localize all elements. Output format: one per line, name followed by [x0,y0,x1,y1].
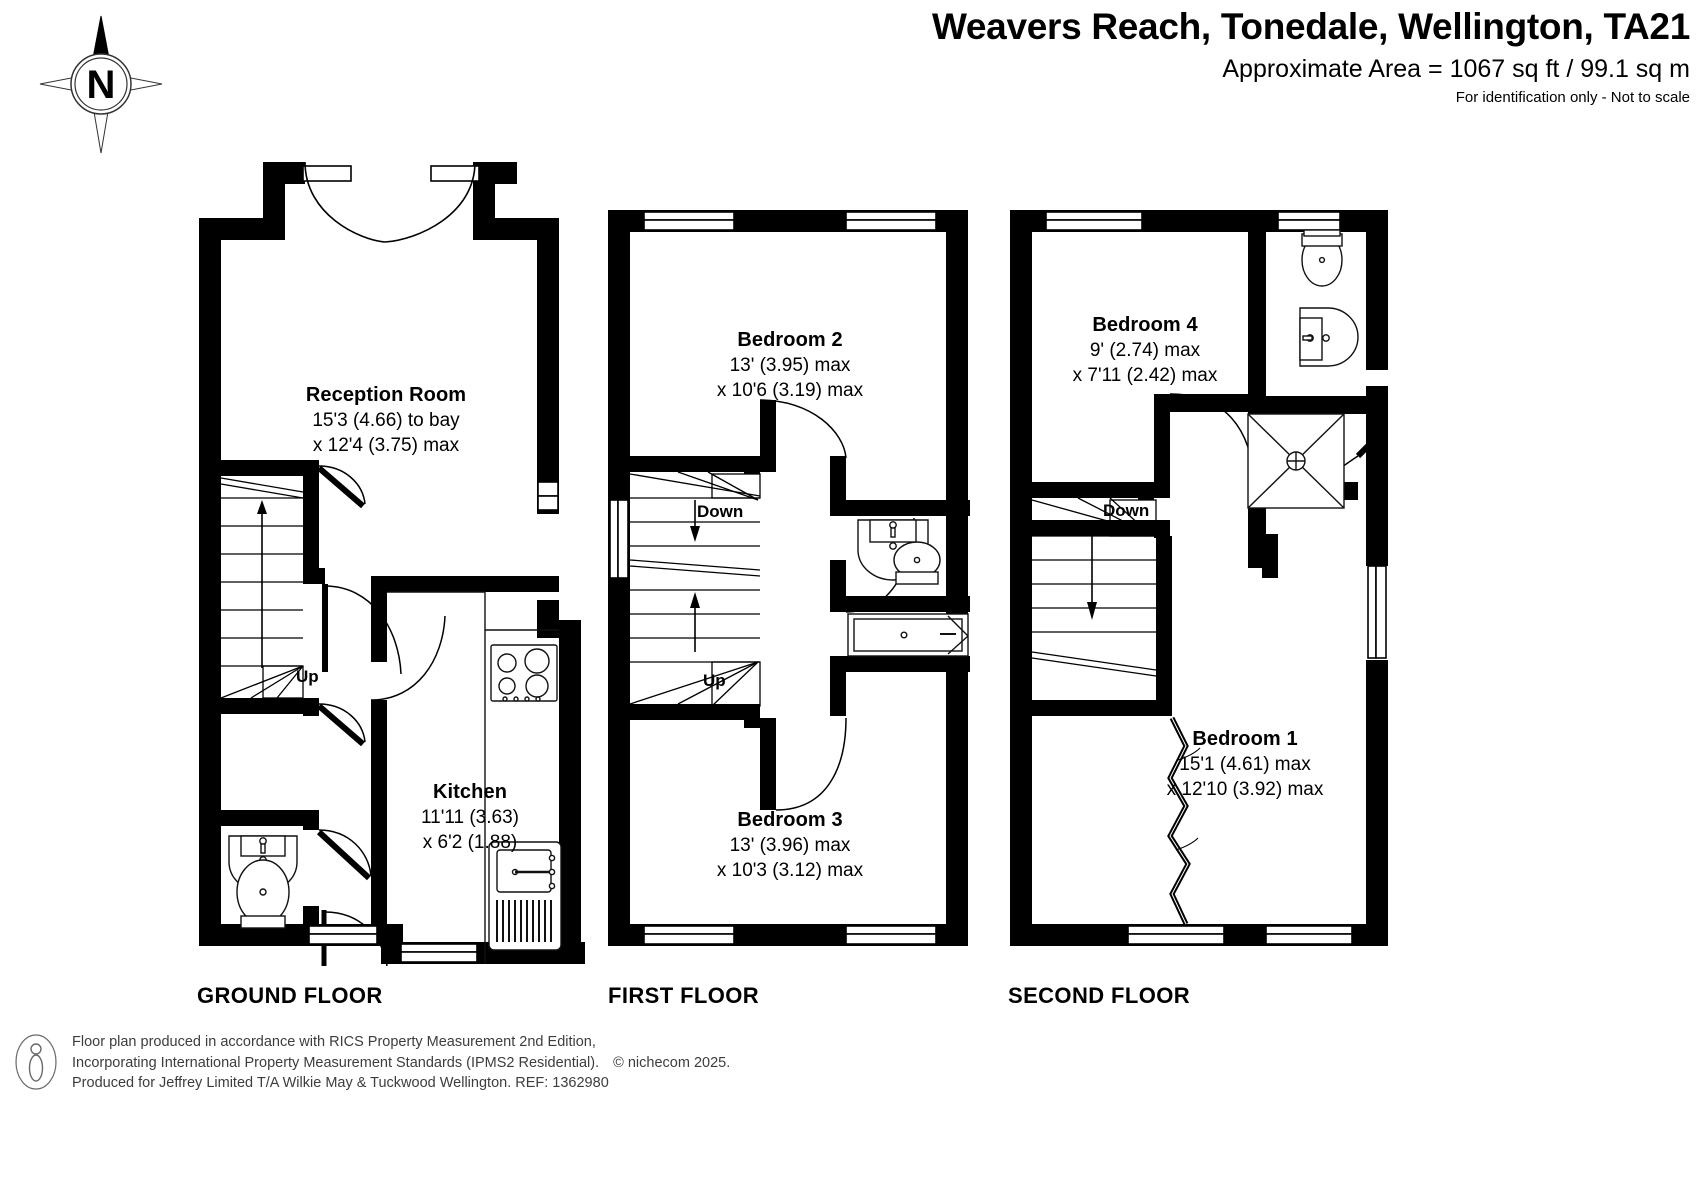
header: Weavers Reach, Tonedale, Wellington, TA2… [932,4,1690,109]
floor-label-ground: GROUND FLOOR [197,983,383,1008]
bedroom4-name: Bedroom 4 [1092,314,1198,336]
kitchen-dim2: x 6'2 (1.88) [422,832,518,853]
scale-disclaimer: For identification only - Not to scale [1455,89,1690,106]
footer-line-2a: Incorporating International Property Mea… [72,1054,600,1071]
footer-copyright: © nichecom 2025. [613,1054,731,1071]
reception-room-dim2: x 12'4 (3.75) max [312,435,460,456]
bedroom1-name: Bedroom 1 [1192,728,1298,750]
compass-rose: N [36,12,166,157]
bedroom4-dim1: 9' (2.74) max [1089,340,1201,361]
stair-note-first-up: Up [703,671,726,690]
second-floor-plan [1010,210,1388,946]
ground-floor-plan [199,161,585,967]
bedroom3-dim1: 13' (3.96) max [729,835,851,856]
bedroom3-dim2: x 10'3 (3.12) max [716,860,864,881]
footer-line-2: Incorporating International Property Mea… [72,1053,730,1074]
kitchen-dim1: 11'11 (3.63) [421,807,519,828]
bedroom4-dim2: x 7'11 (2.42) max [1072,365,1218,386]
footer-line-3: Produced for Jeffrey Limited T/A Wilkie … [72,1075,609,1091]
surveyor-logo-icon [14,1034,58,1090]
bedroom2-dim2: x 10'6 (3.19) max [716,380,864,401]
kitchen-name: Kitchen [432,781,508,803]
page-title: Weavers Reach, Tonedale, Wellington, TA2… [931,6,1690,47]
bedroom3-name: Bedroom 3 [737,809,843,831]
stair-note-ground-up: Up [296,667,319,686]
room-label-kitchen: Kitchen 11'11 (3.63) x 6'2 (1.88) [390,780,550,855]
floor-label-first: FIRST FLOOR [608,983,760,1008]
reception-room-name: Reception Room [305,384,467,406]
bedroom1-dim2: x 12'10 (3.92) max [1166,779,1324,800]
room-label-reception: Reception Room 15'3 (4.66) to bay x 12'4… [286,383,486,458]
stair-note-first-down: Down [697,502,744,521]
bedroom2-name: Bedroom 2 [737,329,843,351]
stair-note-second-down: Down [1103,501,1150,520]
room-label-bedroom1: Bedroom 1 15'1 (4.61) max x 12'10 (3.92)… [1130,727,1360,802]
bedroom1-dim1: 15'1 (4.61) max [1179,754,1311,775]
first-floor-plan [608,210,970,946]
bedroom2-dim1: 13' (3.95) max [729,355,851,376]
reception-room-dim1: 15'3 (4.66) to bay [312,410,460,431]
approximate-area: Approximate Area = 1067 sq ft / 99.1 sq … [1222,55,1690,83]
room-label-bedroom2: Bedroom 2 13' (3.95) max x 10'6 (3.19) m… [690,328,890,403]
floor-label-second: SECOND FLOOR [1008,983,1191,1008]
footer-line-1: Floor plan produced in accordance with R… [72,1034,596,1050]
room-label-bedroom4: Bedroom 4 9' (2.74) max x 7'11 (2.42) ma… [1030,313,1260,388]
compass-north-label: N [87,63,116,107]
room-label-bedroom3: Bedroom 3 13' (3.96) max x 10'3 (3.12) m… [690,808,890,883]
